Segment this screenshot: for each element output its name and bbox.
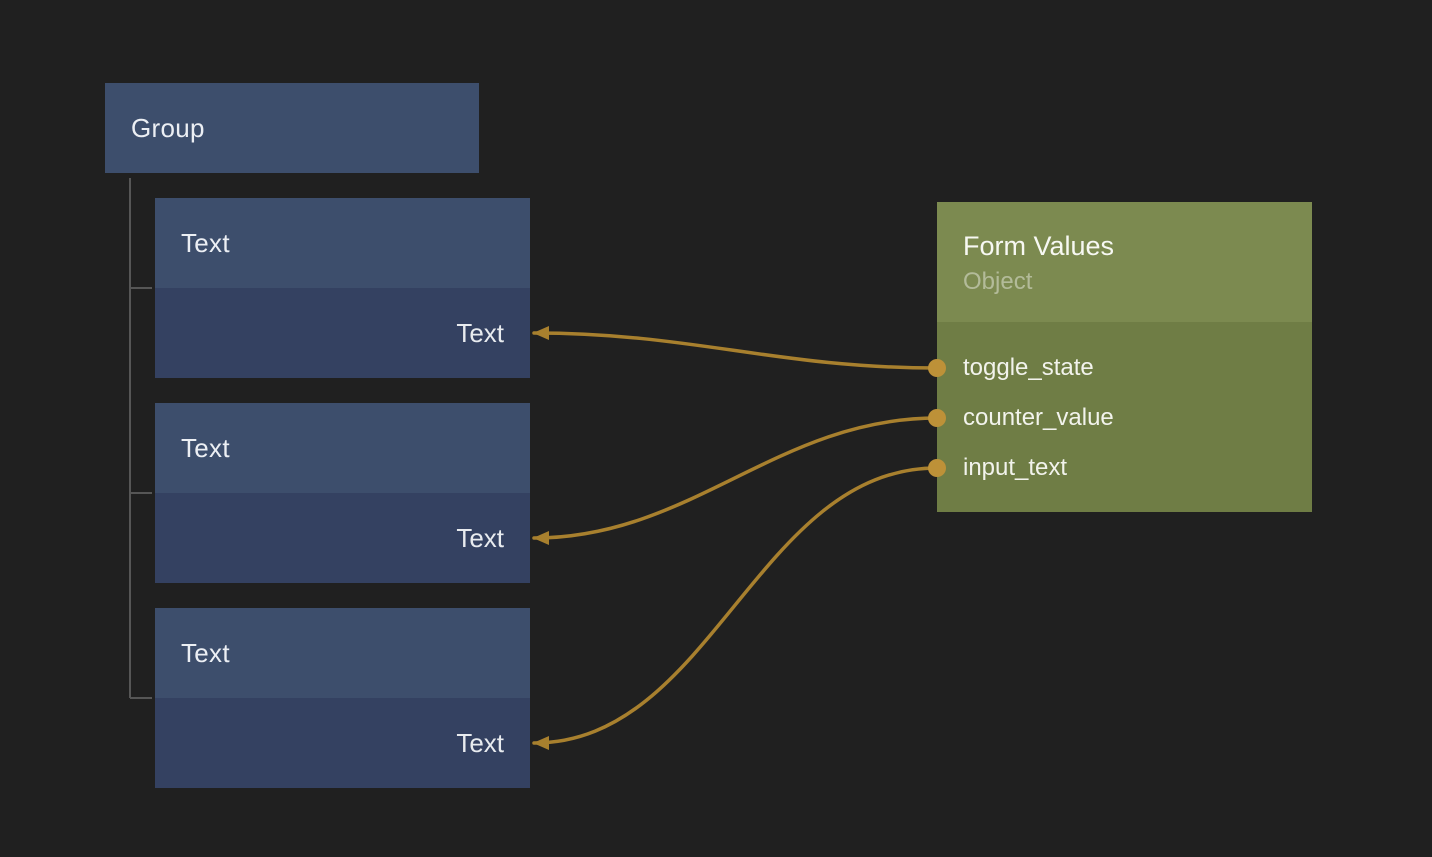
text-node-3[interactable]: Text Text — [155, 608, 530, 788]
form-values-node[interactable]: Form Values Object toggle_state counter_… — [937, 202, 1312, 512]
text-node-input-label: Text — [456, 522, 504, 553]
text-node-header[interactable]: Text — [155, 198, 530, 288]
text-node-title: Text — [181, 432, 230, 463]
group-node[interactable]: Group — [105, 83, 479, 173]
form-values-body: toggle_state counter_value input_text — [937, 322, 1312, 512]
text-node-header[interactable]: Text — [155, 403, 530, 493]
form-output-label: input_text — [963, 454, 1068, 481]
text-node-header[interactable]: Text — [155, 608, 530, 698]
output-port-input-text[interactable] — [928, 459, 946, 477]
output-port-counter-value[interactable] — [928, 409, 946, 427]
form-values-header[interactable]: Form Values Object — [937, 202, 1312, 322]
connection-wire-input-text[interactable] — [532, 466, 939, 750]
text-node-input-row[interactable]: Text — [155, 493, 530, 583]
text-node-title: Text — [181, 227, 230, 258]
form-output-row-counter-value[interactable]: counter_value — [937, 393, 1312, 443]
text-node-2[interactable]: Text Text — [155, 403, 530, 583]
form-values-title: Form Values — [963, 231, 1115, 261]
text-node-input-row[interactable]: Text — [155, 288, 530, 378]
connection-wire-toggle-state[interactable] — [532, 326, 939, 370]
form-output-row-toggle-state[interactable]: toggle_state — [937, 343, 1312, 393]
form-output-label: counter_value — [963, 404, 1114, 431]
text-node-1[interactable]: Text Text — [155, 198, 530, 378]
group-node-label: Group — [131, 112, 205, 143]
text-node-input-label: Text — [456, 317, 504, 348]
text-node-title: Text — [181, 637, 230, 668]
form-output-label: toggle_state — [963, 354, 1094, 381]
form-output-row-input-text[interactable]: input_text — [937, 443, 1312, 493]
text-node-input-label: Text — [456, 727, 504, 758]
text-node-input-row[interactable]: Text — [155, 698, 530, 788]
form-values-subtitle: Object — [963, 268, 1033, 295]
tree-connector-line — [129, 178, 152, 699]
connection-wire-counter-value[interactable] — [532, 416, 939, 545]
output-port-toggle-state[interactable] — [928, 359, 946, 377]
